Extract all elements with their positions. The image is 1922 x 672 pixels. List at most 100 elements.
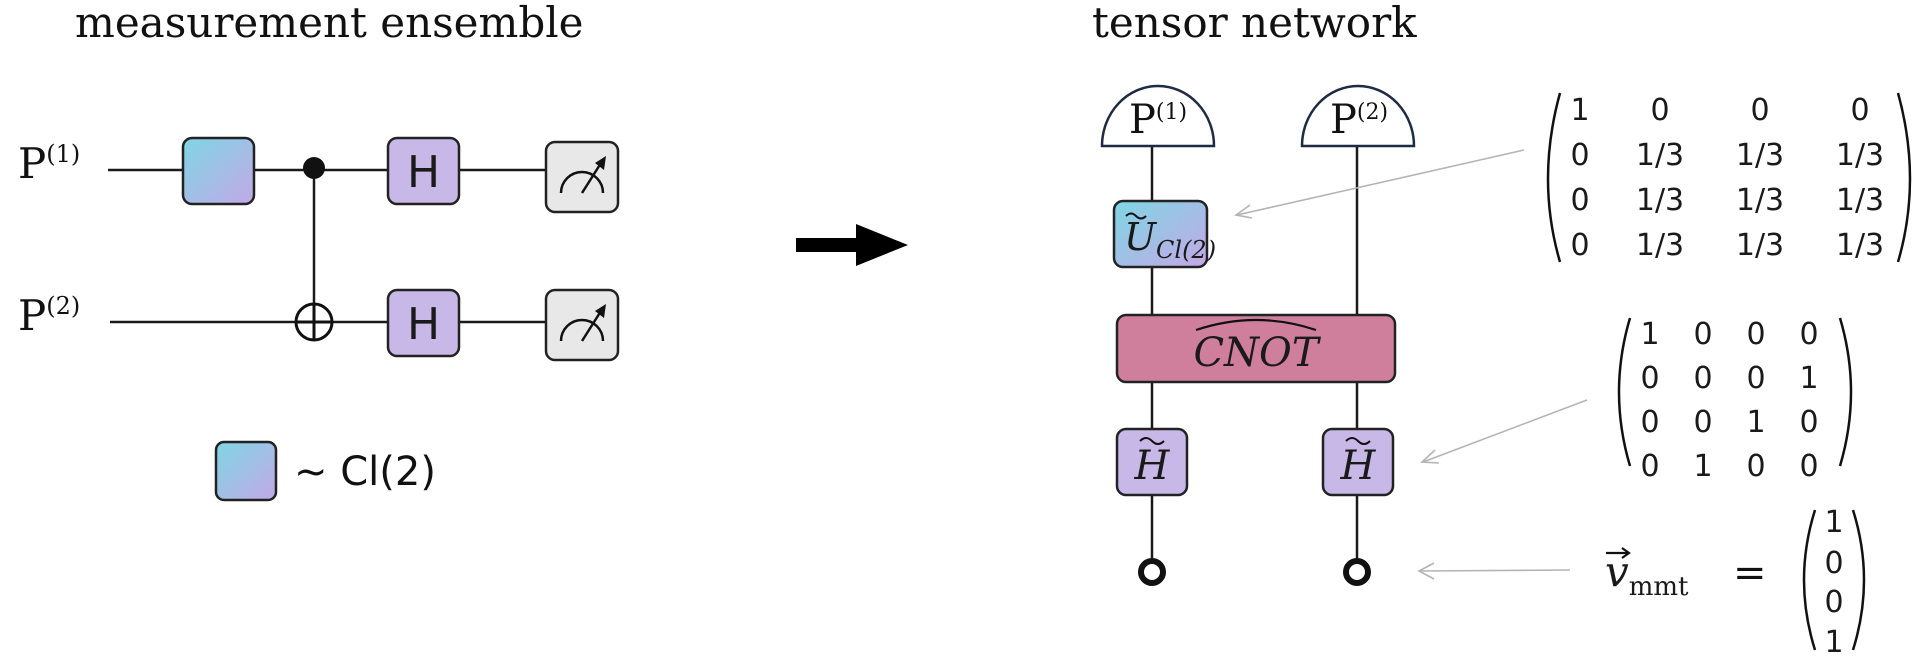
cnot-matrix-cell-0-0: 1 — [1640, 317, 1659, 352]
cnot-matrix-cell-0-1: 0 — [1693, 317, 1712, 352]
u-matrix-cell-2-2: 1/3 — [1736, 183, 1784, 218]
cnot-matrix-pointer — [1422, 399, 1588, 463]
meter-arc-icon — [559, 318, 605, 342]
u-matrix-cell-2-3: 1/3 — [1836, 183, 1884, 218]
cnot-matrix-cell-1-2: 0 — [1746, 361, 1765, 396]
cnot-control-dot — [303, 157, 325, 179]
hadamard-gate-1 — [386, 136, 461, 206]
u-matrix-cell-2-1: 1/3 — [1636, 183, 1684, 218]
title-tensor-network: tensor network — [1092, 0, 1417, 47]
hadamard-gate-1-label: H — [407, 147, 440, 198]
open-leg-2 — [1343, 558, 1371, 586]
hadamard-gate-2-label: H — [407, 299, 440, 350]
h-tensor-1 — [1115, 427, 1189, 497]
cnot-matrix-cell-1-0: 0 — [1640, 361, 1659, 396]
u-matrix-left-paren — [1546, 92, 1562, 263]
meter-needle-icon — [580, 310, 603, 342]
vector-cell-1-0: 0 — [1824, 546, 1843, 581]
cnot-tensor-label: CNOT — [1193, 330, 1321, 376]
qubit-2-label-sup: (2) — [46, 292, 80, 320]
u-matrix-cell-0-0: 1 — [1570, 93, 1589, 128]
h-tensor-1-tilde-icon — [1139, 437, 1165, 445]
vector-arrowhead-icon — [1621, 547, 1631, 559]
vector-cell-3-0: 1 — [1824, 625, 1843, 660]
qubit-2-label-base: P — [18, 291, 46, 340]
measurement-meter-1 — [544, 140, 620, 214]
vector-pointer-head — [1417, 562, 1435, 580]
vector-left-paren — [1802, 509, 1817, 651]
u-tensor-label: UCl(2) — [1124, 215, 1216, 264]
u-tensor-tilde-icon — [1125, 212, 1147, 220]
u-matrix-cell-1-3: 1/3 — [1836, 138, 1884, 173]
u-matrix-cell-1-2: 1/3 — [1736, 138, 1784, 173]
vector-label-sub: mmt — [1629, 572, 1689, 602]
meter-needle-icon — [580, 162, 603, 194]
meter-arc-icon — [559, 170, 605, 194]
cnot-matrix-pointer-head — [1420, 449, 1440, 464]
cnot-matrix-cell-2-3: 0 — [1799, 405, 1818, 440]
h-tensor-2-label: H — [1340, 443, 1377, 489]
cnot-matrix-left-paren — [1617, 317, 1632, 467]
cnot-matrix-cell-0-3: 0 — [1799, 317, 1818, 352]
qubit-1-label-base: P — [18, 139, 46, 188]
u-matrix: 1 0 0 0 0 1/3 1/3 1/3 0 1/3 1/3 1/3 0 1/3 1/3 1/3 — [1546, 92, 1912, 263]
annotation-arrows — [1234, 149, 1588, 580]
h-tensor-2-tilde-icon — [1345, 437, 1371, 445]
cnot-matrix-cell-1-1: 0 — [1693, 361, 1712, 396]
u-matrix-cell-3-1: 1/3 — [1636, 228, 1684, 263]
u-matrix-cell-0-1: 0 — [1650, 93, 1669, 128]
cnot-matrix-cell-3-2: 0 — [1746, 449, 1765, 484]
u-matrix-cell-0-2: 0 — [1750, 93, 1769, 128]
cnot-matrix-cell-3-1: 1 — [1693, 449, 1712, 484]
legend-clifford-text: ~ Cl(2) — [294, 449, 436, 495]
cnot-matrix-right-paren — [1838, 317, 1853, 467]
measurement-meter-2 — [544, 288, 620, 362]
cnot-matrix-cell-3-3: 0 — [1799, 449, 1818, 484]
projector-2-label: P(2) — [1330, 97, 1388, 143]
u-matrix-cell-3-3: 1/3 — [1836, 228, 1884, 263]
u-tensor-label-base: U — [1124, 215, 1158, 259]
qubit-1-label-sup: (1) — [46, 140, 80, 168]
hadamard-gate-2 — [386, 288, 461, 358]
u-matrix-cell-2-0: 0 — [1570, 183, 1589, 218]
projector-2-label-sup: (2) — [1357, 100, 1388, 125]
u-matrix-cell-0-3: 0 — [1850, 93, 1869, 128]
clifford-gate — [181, 136, 256, 206]
title-measurement-ensemble: measurement ensemble — [75, 0, 584, 47]
h-tensor-1-label: H — [1134, 443, 1171, 489]
circuit: P(1) P(2) H H ~ C — [18, 136, 620, 502]
u-matrix-cell-3-2: 1/3 — [1736, 228, 1784, 263]
cnot-matrix-cell-3-0: 0 — [1640, 449, 1659, 484]
u-matrix-cell-3-0: 0 — [1570, 228, 1589, 263]
vector-label: vmmt — [1605, 547, 1689, 602]
projector-1-label: P(1) — [1129, 97, 1187, 143]
qubit-2-label: P(2) — [18, 291, 80, 340]
cnot-tensor — [1115, 313, 1397, 384]
vector-cell-2-0: 0 — [1824, 585, 1843, 620]
legend-clifford-swatch — [214, 440, 278, 502]
projector-2 — [1300, 84, 1416, 148]
cnot-matrix-cell-2-0: 0 — [1640, 405, 1659, 440]
u-matrix-pointer — [1236, 149, 1525, 216]
transform-arrow-icon — [796, 224, 908, 266]
projector-1-label-sup: (1) — [1156, 100, 1187, 125]
projector-1-label-base: P — [1129, 97, 1156, 143]
u-matrix-cell-1-1: 1/3 — [1636, 138, 1684, 173]
vector-right-paren — [1851, 509, 1866, 651]
vector-pointer — [1419, 569, 1571, 572]
cnot-matrix-cell-2-1: 0 — [1693, 405, 1712, 440]
cnot-matrix-cell-0-2: 0 — [1746, 317, 1765, 352]
cnot-tensor-tilde-icon — [1195, 318, 1317, 332]
projector-1 — [1100, 84, 1216, 148]
open-leg-1 — [1138, 558, 1166, 586]
vector-equals: = — [1733, 550, 1767, 596]
u-matrix-right-paren — [1896, 92, 1912, 263]
h-tensor-2 — [1321, 427, 1395, 497]
qubit-1-label: P(1) — [18, 139, 80, 188]
u-matrix-cell-1-0: 0 — [1570, 138, 1589, 173]
cnot-matrix-cell-1-3: 1 — [1799, 361, 1818, 396]
projector-2-label-base: P — [1330, 97, 1357, 143]
tensor-network: P(1) P(2) UCl(2) CNOT H H — [1100, 84, 1416, 586]
